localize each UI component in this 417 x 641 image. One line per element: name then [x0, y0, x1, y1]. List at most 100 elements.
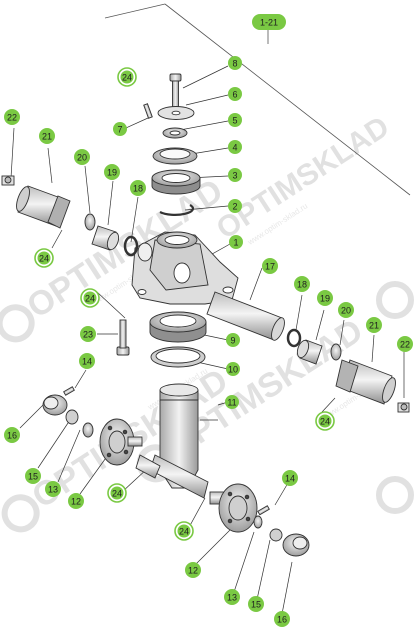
callout-label: 5: [232, 116, 237, 126]
callout-label: 24: [85, 294, 95, 304]
part-grease-nipple-left: [1, 175, 15, 186]
callout-label: 20: [77, 153, 87, 163]
callout-label: 3: [232, 171, 237, 181]
part-steering-knuckle: [135, 383, 209, 499]
callout-22: 22: [397, 336, 413, 352]
callout-1: 1: [229, 235, 243, 249]
callout-label: 13: [48, 485, 58, 495]
callout-label: 24: [112, 489, 122, 499]
callout-label: 16: [7, 431, 17, 441]
callout-label: 22: [7, 113, 17, 123]
callout-layer: 1-21 82467543222212019182411718192021222…: [4, 14, 413, 627]
callout-24: 24: [80, 288, 100, 308]
callout-24: 24: [174, 521, 194, 541]
callout-label: 4: [232, 143, 237, 153]
callout-label: 16: [277, 615, 287, 625]
callout-label: 12: [71, 497, 81, 507]
part-hub-right: [209, 483, 258, 533]
callout-label: 13: [227, 593, 237, 603]
part-oring-left: [123, 235, 139, 257]
callout-label: 24: [39, 254, 49, 264]
callout-13: 13: [224, 589, 240, 605]
part-grease-nipple-right: [397, 402, 410, 413]
part-king-pin-left: [16, 185, 71, 229]
callout-label: 18: [297, 280, 307, 290]
part-seal-ring: [149, 311, 207, 343]
callout-17: 17: [262, 258, 278, 274]
part-nut-right: [253, 515, 263, 529]
part-washer: [157, 106, 195, 120]
part-housing: [131, 231, 239, 305]
part-pin: [143, 103, 153, 119]
callout-18: 18: [294, 276, 310, 292]
callout-18: 18: [130, 180, 146, 196]
part-oring-right: [286, 328, 302, 348]
part-snap-ring: [159, 204, 195, 216]
callout-15: 15: [248, 596, 264, 612]
callout-label: 24: [179, 527, 189, 537]
callout-21: 21: [39, 128, 55, 144]
callout-label: 7: [117, 125, 122, 135]
assembly-label: 1-21: [260, 18, 278, 28]
callout-8: 8: [228, 56, 242, 70]
callout-4: 4: [228, 140, 242, 154]
callout-13: 13: [45, 481, 61, 497]
callout-12: 12: [68, 493, 84, 509]
callout-label: 15: [251, 600, 261, 610]
callout-16: 16: [274, 611, 290, 627]
part-cap-right: [282, 533, 310, 557]
callout-label: 21: [42, 132, 52, 142]
callout-label: 22: [400, 340, 410, 350]
part-seal-left: [84, 213, 96, 231]
callout-label: 8: [232, 59, 237, 69]
callout-20: 20: [338, 302, 354, 318]
callout-label: 2: [232, 202, 237, 212]
callout-6: 6: [228, 87, 242, 101]
part-ring: [150, 346, 206, 368]
callout-label: 14: [82, 357, 92, 367]
callout-label: 14: [285, 474, 295, 484]
callout-label: 20: [341, 306, 351, 316]
callout-label: 24: [320, 417, 330, 427]
callout-label: 17: [265, 262, 275, 272]
callout-23: 23: [80, 326, 96, 342]
callout-24: 24: [107, 483, 127, 503]
callout-label: 21: [369, 321, 379, 331]
part-seal-right: [330, 343, 342, 361]
callout-14: 14: [282, 470, 298, 486]
callout-3: 3: [228, 168, 242, 182]
callout-label: 19: [107, 168, 117, 178]
part-washer-right: [269, 528, 283, 542]
callout-21: 21: [366, 317, 382, 333]
part-bearing: [151, 169, 201, 195]
callout-7: 7: [113, 122, 127, 136]
callout-label: 12: [188, 566, 198, 576]
callout-label: 9: [230, 336, 235, 346]
callout-19: 19: [104, 164, 120, 180]
part-bearing-race: [152, 147, 198, 165]
callout-11: 11: [225, 395, 239, 409]
callout-label: 18: [133, 184, 143, 194]
assembly-badge: 1-21: [252, 14, 286, 30]
frame-lines: [104, 3, 411, 196]
part-bolt-lower: [116, 319, 130, 356]
callout-16: 16: [4, 427, 20, 443]
part-sleeve-right: [335, 359, 396, 405]
callout-label: 15: [28, 472, 38, 482]
callout-5: 5: [228, 113, 242, 127]
part-king-pin-right: [206, 291, 285, 341]
part-thrust-ring: [162, 127, 188, 139]
parts-layer: [1, 73, 410, 557]
part-washer-left: [65, 409, 79, 425]
callout-label: 23: [83, 330, 93, 340]
callout-label: 10: [228, 365, 238, 375]
callout-24: 24: [34, 248, 54, 268]
part-bushing-right: [296, 339, 323, 365]
callout-24: 24: [117, 67, 137, 87]
callout-22: 22: [4, 109, 20, 125]
part-hub-left: [99, 418, 143, 466]
part-bolt-top: [169, 73, 182, 108]
callout-10: 10: [226, 362, 240, 376]
callout-label: 11: [227, 398, 236, 408]
